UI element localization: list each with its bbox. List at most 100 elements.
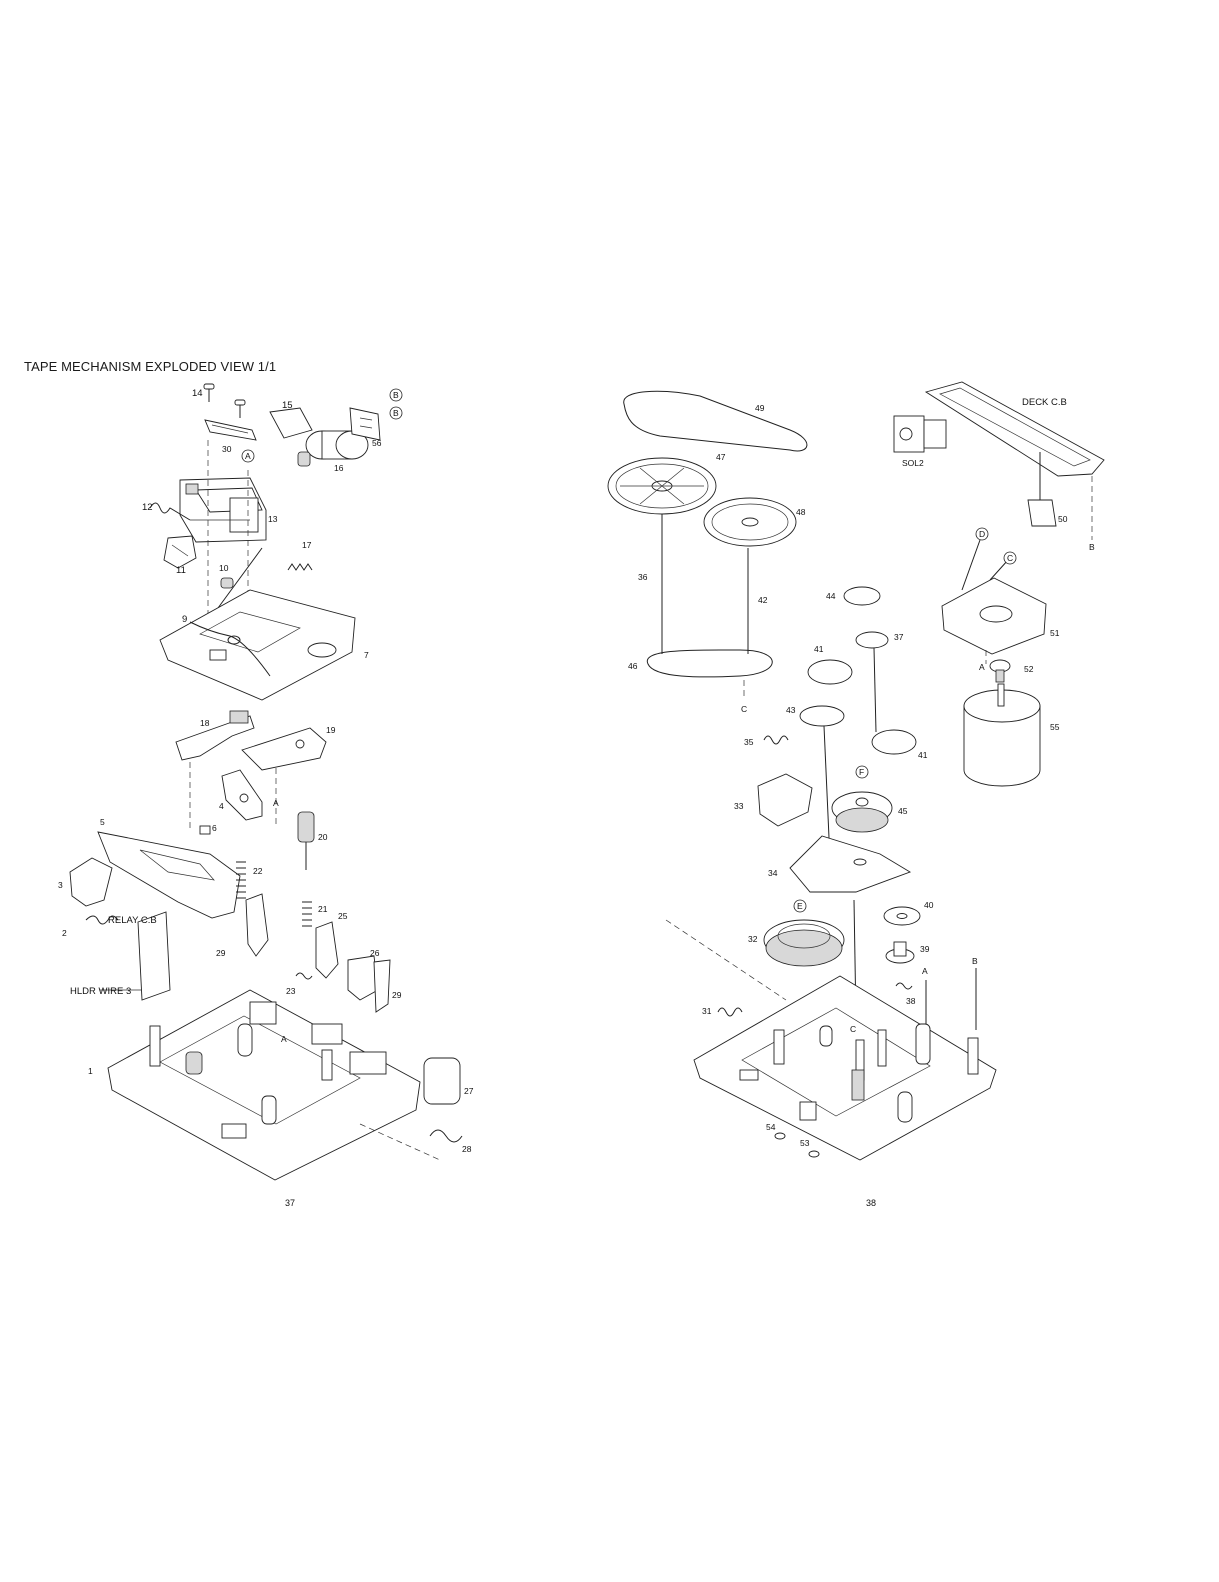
hldr-wire-label: HLDR WIRE 3 [70,986,131,997]
part-49-belt [624,391,807,451]
label-12: 12 [142,502,153,513]
label-21: 21 [318,904,328,914]
label-19: 19 [326,725,336,735]
callout-c-3: C [850,1024,856,1034]
part-31-spring [718,1008,742,1016]
label-1: 1 [88,1066,93,1076]
label-15: 15 [282,400,293,411]
page-number-left: 37 [285,1198,295,1208]
label-10: 10 [219,563,229,573]
label-26: 26 [370,948,380,958]
label-7: 7 [364,650,369,660]
part-27-holder [424,1058,460,1104]
label-46: 46 [628,661,638,671]
label-53: 53 [800,1138,810,1148]
deck-board [926,382,1104,476]
label-52: 52 [1024,664,1034,674]
label-9: 9 [182,614,187,625]
sol2-label: SOL2 [902,458,924,468]
part-15-plate [270,408,312,438]
part-53-screw [809,1151,819,1157]
label-32: 32 [748,934,758,944]
label-56: 56 [372,438,382,448]
label-37: 37 [894,632,904,642]
label-14: 14 [192,388,203,399]
label-25: 25 [338,911,348,921]
page-number-right: 38 [866,1198,876,1208]
part-26-lever [348,956,378,1000]
callout-b-2: B [393,408,399,418]
callout-e: E [797,901,803,911]
label-33: 33 [734,801,744,811]
label-30: 30 [222,444,232,454]
label-39: 39 [920,944,930,954]
callout-b-4: B [972,956,978,966]
label-54: 54 [766,1122,776,1132]
callout-a-1: A [245,451,251,461]
relay-cb-label: RELAY C.B [108,915,157,926]
part-20-pinch-roller [298,812,314,842]
part-44-gear [844,587,880,605]
callout-c-1: C [741,704,747,714]
label-44: 44 [826,591,836,601]
part-37-gear [856,632,888,648]
callout-a-3: A [281,1034,287,1044]
part-29-lever-a [246,894,268,956]
part-41-gear-a [808,660,852,684]
part-50-connector [1028,500,1056,526]
label-55: 55 [1050,722,1060,732]
callout-a-2: A [273,798,279,808]
part-55-motor [964,684,1040,786]
label-49: 49 [755,403,765,413]
callout-f: F [859,767,864,777]
part-34-lever [790,836,910,892]
part-28-spring [430,1130,462,1142]
label-17: 17 [302,540,312,550]
part-17-spring [288,564,312,570]
part-23-spring [296,973,312,979]
part-3-arm [70,858,112,906]
callout-b-3: B [1089,542,1095,552]
part-43-gear [800,706,844,726]
callout-c-2: C [1007,553,1013,563]
label-41-b: 41 [918,750,928,760]
label-2: 2 [62,928,67,938]
label-4: 4 [219,801,224,811]
part-41-gear-b [872,730,916,754]
label-16: 16 [334,463,344,473]
label-38: 38 [906,996,916,1006]
label-43: 43 [786,705,796,715]
label-22: 22 [253,866,263,876]
label-40: 40 [924,900,934,910]
label-11: 11 [176,565,186,576]
label-27: 27 [464,1086,474,1096]
part-54-screw [775,1133,785,1139]
part-35-spring [764,736,788,744]
part-38-spring [896,983,912,989]
callout-b-1: B [393,390,399,400]
label-50: 50 [1058,514,1068,524]
label-29-b: 29 [392,990,402,1000]
label-3: 3 [58,880,63,890]
label-28: 28 [462,1144,472,1154]
label-20: 20 [318,832,328,842]
callout-a-5: A [922,966,928,976]
part-5-slider [98,832,240,918]
label-34: 34 [768,868,778,878]
part-13-holder [180,478,266,542]
part-11-lever [164,536,196,568]
part-25-lever [316,922,338,978]
label-42: 42 [758,595,768,605]
label-31: 31 [702,1006,712,1016]
label-5: 5 [100,817,105,827]
part-29-lever-b [374,960,390,1012]
label-35: 35 [744,737,754,747]
part-30-bracket [205,420,256,440]
part-33-arm [758,774,812,826]
label-6: 6 [212,823,217,833]
part-46-belt [647,650,772,677]
deck-cb-label: DECK C.B [1022,397,1067,408]
label-23: 23 [286,986,296,996]
part-21-spring [302,902,312,926]
